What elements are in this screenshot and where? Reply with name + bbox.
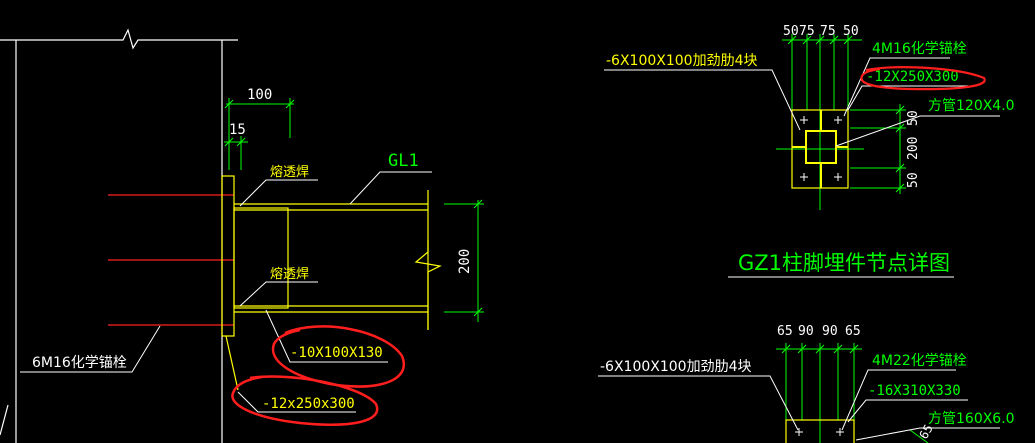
beam-leader [349,171,432,205]
markup-circle-1 [271,325,405,388]
gz1-side-tick [895,183,905,193]
lower-dimensions [776,343,929,443]
gz1-plate-leader [847,85,968,111]
gz1-side-tick [895,163,905,173]
weld-leader-lower-plate [225,335,239,391]
lower-dim-1: 65 [777,324,793,339]
gz1-dim-tick [843,35,853,45]
weld-leader-1 [239,179,318,207]
left-leaders [20,171,432,413]
lower-tube-callout: 方管160X6.0 [928,411,1015,427]
gz1-tube-callout: 方管120X4.0 [928,98,1015,114]
gz1-bolt-cross [834,116,842,124]
gz1-tube-leader [835,115,1000,147]
gz1-dim-tick [829,35,839,45]
stiffener-plate [233,207,289,309]
lower-anchor-leader [841,369,956,431]
gz1-dim-tick [815,35,825,45]
wall-section [0,28,238,443]
gz1-side-dim-1: 50 [906,110,921,126]
gz1-dim-4: 50 [843,24,859,39]
lower-partial-dim-label: 65 [916,422,935,442]
lower-tube-leader [855,427,1000,441]
gz1-square-tube [805,130,837,164]
lower-dim-tick [815,344,825,354]
dim-100-label: 100 [247,87,272,103]
embed-plate-outline [221,175,235,337]
lower-dim-3: 90 [822,324,838,339]
gz1-side-dim-2: 200 [906,137,921,160]
beam-height-dim-label: 200 [457,249,473,274]
gz1-side-dim-3: 50 [906,172,921,188]
lower-leaders [598,369,1000,441]
lower-dim-2: 90 [798,324,814,339]
lower-dim-tick [781,344,791,354]
beam-break-symbol [414,240,442,330]
dim-200-tick [473,307,483,317]
lower-dim-tick [833,344,843,354]
plate-leader-1 [265,309,388,363]
markup-circle-2 [231,375,379,426]
dim-200-tick [473,199,483,209]
gz1-side-tick [895,105,905,115]
lower-stiffener-leader [598,375,799,431]
lower-plate-leader [847,399,968,423]
lower-base-plate [785,419,855,443]
beam-label: GL1 [388,151,419,171]
lower-dim-tick [797,344,807,354]
gz1-anchor-leader [843,57,950,117]
gz1-dim-tick [787,35,797,45]
gz1-bolt-cross [800,173,808,181]
gz1-base-plate [791,109,849,189]
dim-15-tick [224,137,234,147]
gz1-detail-title: GZ1柱脚埋件节点详图 [738,251,950,275]
gz1-dim-3: 75 [820,24,836,39]
gz1-top-dimensions [776,34,906,210]
gz1-anchor-callout: 4M16化学锚栓 [872,41,967,57]
gz1-bolt-cross [800,116,808,124]
weld-label-upper: 熔透焊 [270,164,309,180]
plate-callout-2: -12x250x300 [262,396,355,412]
dim-100-tick [224,99,234,109]
lower-bolt-marks [795,428,844,436]
gz1-dim-1: 50 [783,24,799,39]
lower-bolt-cross [836,428,844,436]
gz1-side-tick [895,123,905,133]
lower-plate-outline [785,419,855,443]
left-dimensions [224,98,484,322]
lower-partial-dim [909,429,929,443]
anchor-bolts [108,194,234,326]
gz1-bolt-marks [800,116,842,181]
wall-break-top-line [0,28,238,50]
lower-dim-4: 65 [845,324,861,339]
lower-bolt-cross [795,428,803,436]
dim-100-tick [285,99,295,109]
gz1-stiffener-callout: -6X100X100加劲肋4块 [606,53,758,69]
plate-leader-2 [237,391,356,413]
embed-plate [221,175,442,391]
weld-leader-2 [239,281,318,307]
markup-circle-3 [860,66,986,91]
dim-15-tick [236,137,246,147]
lower-stiffener-callout: -6X100X100加劲肋4块 [600,359,752,375]
wall-lower-stub [0,404,9,436]
gz1-plate-callout: -12X250X300 [866,69,959,85]
anchor-leader [20,325,161,373]
lower-plate-callout: -16X310X330 [868,383,961,399]
gz1-stiffener-leader [604,69,801,131]
gz1-bolt-cross [834,173,842,181]
gz1-leaders [604,57,1000,278]
plate-callout-1: -10X100X130 [290,345,383,361]
anchor-callout: 6M16化学锚栓 [32,355,127,371]
lower-dim-tick [849,344,859,354]
weld-label-lower: 熔透焊 [270,266,309,282]
gz1-dim-tick [802,35,812,45]
dim-15-label: 15 [229,122,246,138]
lower-anchor-callout: 4M22化学锚栓 [872,353,967,369]
gz1-dim-2: 75 [799,24,815,39]
